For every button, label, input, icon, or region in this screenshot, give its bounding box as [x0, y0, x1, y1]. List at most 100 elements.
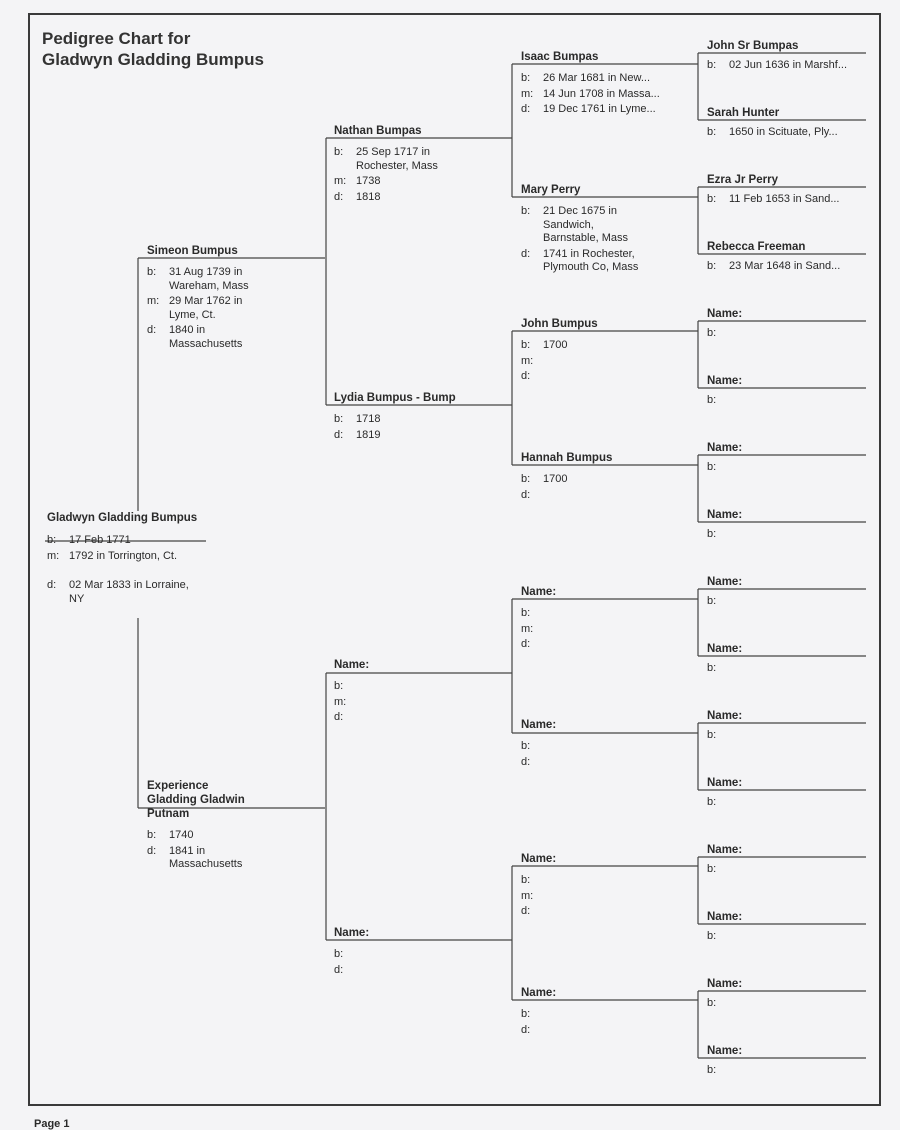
chart-title: Pedigree Chart for Gladwyn Gladding Bump…	[42, 28, 264, 70]
person-name: Name:	[707, 308, 743, 320]
fact-row: b:	[707, 863, 867, 877]
fact-label: d:	[521, 755, 531, 768]
fact-value	[543, 355, 681, 369]
person-mf: Name:b:m:d:	[334, 658, 484, 725]
fact-label: b:	[521, 1008, 531, 1020]
person-g7: Name:b:	[707, 441, 867, 475]
fact-label: b:	[707, 528, 717, 540]
fact-value	[729, 394, 867, 408]
fact-value	[543, 874, 681, 888]
fact-value: 02 Jun 1636 in Marshf...	[729, 59, 848, 71]
fact-value	[729, 1064, 867, 1078]
fact-row: d:	[521, 756, 681, 770]
person-name: Name:	[707, 1045, 743, 1057]
person-name: Sarah Hunter	[707, 107, 780, 119]
fact-row: m:1738	[334, 175, 449, 189]
fact-row: b:	[521, 607, 681, 621]
title-line-2: Gladwyn Gladding Bumpus	[42, 50, 264, 69]
fact-row: d:1819	[334, 429, 484, 443]
fact-value	[729, 997, 867, 1011]
fact-label: b:	[521, 72, 531, 84]
fact-row: m:	[521, 623, 681, 637]
fact-value: 02 Mar 1833 in Lorraine, NY	[69, 579, 189, 605]
fact-value	[356, 680, 484, 694]
fact-value	[356, 964, 484, 978]
fact-row: m:	[521, 890, 681, 904]
person-name: Name:	[707, 643, 743, 655]
fact-row: b:1700	[521, 473, 681, 487]
fact-label: b:	[707, 796, 717, 808]
fact-row: m:29 Mar 1762 in Lyme, Ct.	[147, 295, 259, 322]
fact-label: m:	[521, 889, 534, 902]
fact-value: 11 Feb 1653 in Sand...	[729, 193, 840, 205]
fact-label: d:	[521, 1023, 531, 1036]
fact-row: b:	[707, 461, 867, 475]
fact-value	[543, 756, 681, 770]
person-name: John Sr Bumpas	[707, 40, 799, 52]
fact-value: 1718	[356, 413, 381, 425]
fact-value	[729, 662, 867, 676]
person-name: Name:	[707, 978, 743, 990]
fact-value: 14 Jun 1708 in Massa...	[543, 87, 660, 100]
person-name: Name:	[707, 844, 743, 856]
fact-value	[543, 1024, 681, 1038]
fact-row: d:	[521, 370, 681, 384]
fact-label: b:	[334, 680, 344, 692]
fact-row: b:	[707, 662, 867, 676]
fact-row: d:1840 in Massachusetts	[147, 324, 259, 351]
fact-label: b:	[707, 662, 717, 674]
fact-row: b:	[521, 874, 681, 888]
person-name: Isaac Bumpas	[521, 51, 599, 63]
fact-value: 19 Dec 1761 in Lyme...	[543, 103, 656, 115]
title-line-1: Pedigree Chart for	[42, 29, 191, 48]
fact-label: b:	[707, 59, 717, 71]
person-ggm4: Name: b: d:	[521, 986, 681, 1037]
person-name: Name:	[521, 987, 557, 999]
person-name: Experience Gladding Gladwin Putnam	[147, 780, 245, 820]
person-name: Mary Perry	[521, 184, 581, 196]
person-name: Gladwyn Gladding Bumpus	[47, 512, 198, 524]
fact-value	[729, 327, 867, 341]
fact-label: b:	[521, 607, 531, 619]
fact-row: d:1741 in Rochester, Plymouth Co, Mass	[521, 248, 651, 275]
person-g5: Name:b:	[707, 307, 867, 341]
fact-label: d:	[521, 247, 531, 260]
fact-label: b:	[707, 1064, 717, 1076]
fact-value	[543, 905, 681, 919]
person-name: Name:	[334, 659, 370, 671]
fact-value	[543, 638, 681, 652]
fact-row: b:	[707, 394, 867, 408]
person-g6: Name: b:	[707, 374, 867, 408]
fact-row: d:	[521, 905, 681, 919]
fact-label: d:	[147, 844, 157, 857]
fact-label: b:	[521, 473, 531, 485]
person-name: Nathan Bumpas	[334, 125, 422, 137]
fact-row: b:25 Sep 1717 in Rochester, Mass	[334, 146, 449, 173]
fact-label: d:	[521, 488, 531, 501]
fact-value	[543, 740, 681, 754]
person-name: Name:	[707, 576, 743, 588]
person-ggf4: Name:b:m:d:	[521, 852, 681, 919]
person-name: Name:	[334, 927, 370, 939]
fact-label: d:	[521, 103, 531, 115]
fact-value: 1840 in Massachusetts	[169, 324, 243, 350]
fact-value	[543, 607, 681, 621]
fact-value: 21 Dec 1675 in Sandwich, Barnstable, Mas…	[543, 205, 628, 244]
fact-label: m:	[521, 622, 534, 635]
fact-value: 1792 in Torrington, Ct.	[69, 549, 178, 562]
fact-value	[729, 930, 867, 944]
fact-label: m:	[521, 87, 534, 100]
fact-value	[543, 1008, 681, 1022]
fact-label: b:	[707, 260, 717, 272]
person-g10: Name: b:	[707, 642, 867, 676]
fact-row: b:	[707, 997, 867, 1011]
fact-row: b:	[334, 680, 484, 694]
person-pf: Nathan Bumpas b:25 Sep 1717 in Rochester,…	[334, 124, 449, 204]
person-name: Name:	[707, 375, 743, 387]
